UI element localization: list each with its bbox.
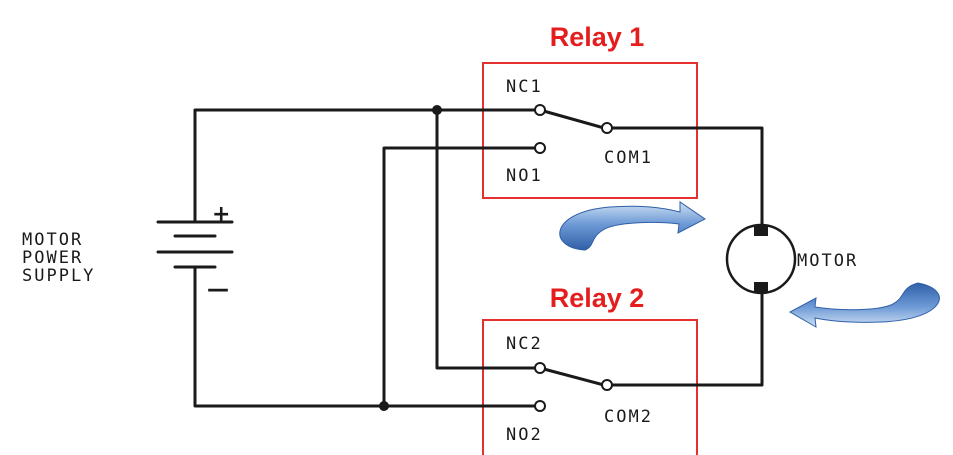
wire-bottom-rail bbox=[193, 283, 537, 408]
relay2-nc-label: NC2 bbox=[506, 334, 543, 354]
motor-label: MOTOR bbox=[797, 251, 858, 271]
motor-symbol bbox=[725, 223, 797, 295]
relay1-com-label: COM1 bbox=[604, 148, 653, 168]
relay1-nc-contact bbox=[534, 104, 546, 116]
relay1-no-label: NO1 bbox=[506, 166, 543, 186]
relay1-title: Relay 1 bbox=[550, 22, 645, 52]
power-supply-label-line-1: MOTOR bbox=[22, 230, 83, 250]
relay2-no-label: NO2 bbox=[506, 425, 543, 445]
relay2-nc-contact bbox=[534, 362, 546, 374]
wire-nc2-feed bbox=[435, 108, 537, 370]
relay2-no-contact bbox=[534, 400, 546, 412]
wire-com2-motor bbox=[608, 283, 764, 387]
relay2-box bbox=[482, 319, 698, 455]
power-supply-label-line-2: POWER bbox=[22, 248, 83, 268]
wire-no1-feed bbox=[382, 146, 537, 408]
counterclockwise-rotation-arrow-icon bbox=[788, 282, 940, 328]
relay2-com-contact bbox=[601, 379, 613, 391]
battery-negative-sign: — bbox=[207, 277, 229, 302]
power-supply-label-line-3: SUPPLY bbox=[22, 266, 95, 286]
relay2-title: Relay 2 bbox=[550, 283, 645, 313]
junction-dot-bottom bbox=[379, 401, 389, 411]
junction-dot-top bbox=[432, 105, 442, 115]
relay1-com-contact bbox=[601, 122, 613, 134]
relay1-no-contact bbox=[534, 142, 546, 154]
relay2-com-label: COM2 bbox=[604, 407, 653, 427]
wire-com1-motor bbox=[608, 126, 764, 234]
clockwise-rotation-arrow-icon bbox=[559, 201, 706, 251]
wiring bbox=[193, 108, 764, 408]
wire-top-rail bbox=[193, 108, 537, 200]
relay1-box bbox=[482, 62, 698, 199]
relay1-nc-label: NC1 bbox=[506, 77, 543, 97]
battery-symbol bbox=[156, 196, 234, 287]
battery-positive-sign: + bbox=[212, 202, 230, 227]
relay1-switch-arm bbox=[538, 108, 606, 130]
relay2-switch-arm bbox=[538, 366, 606, 387]
